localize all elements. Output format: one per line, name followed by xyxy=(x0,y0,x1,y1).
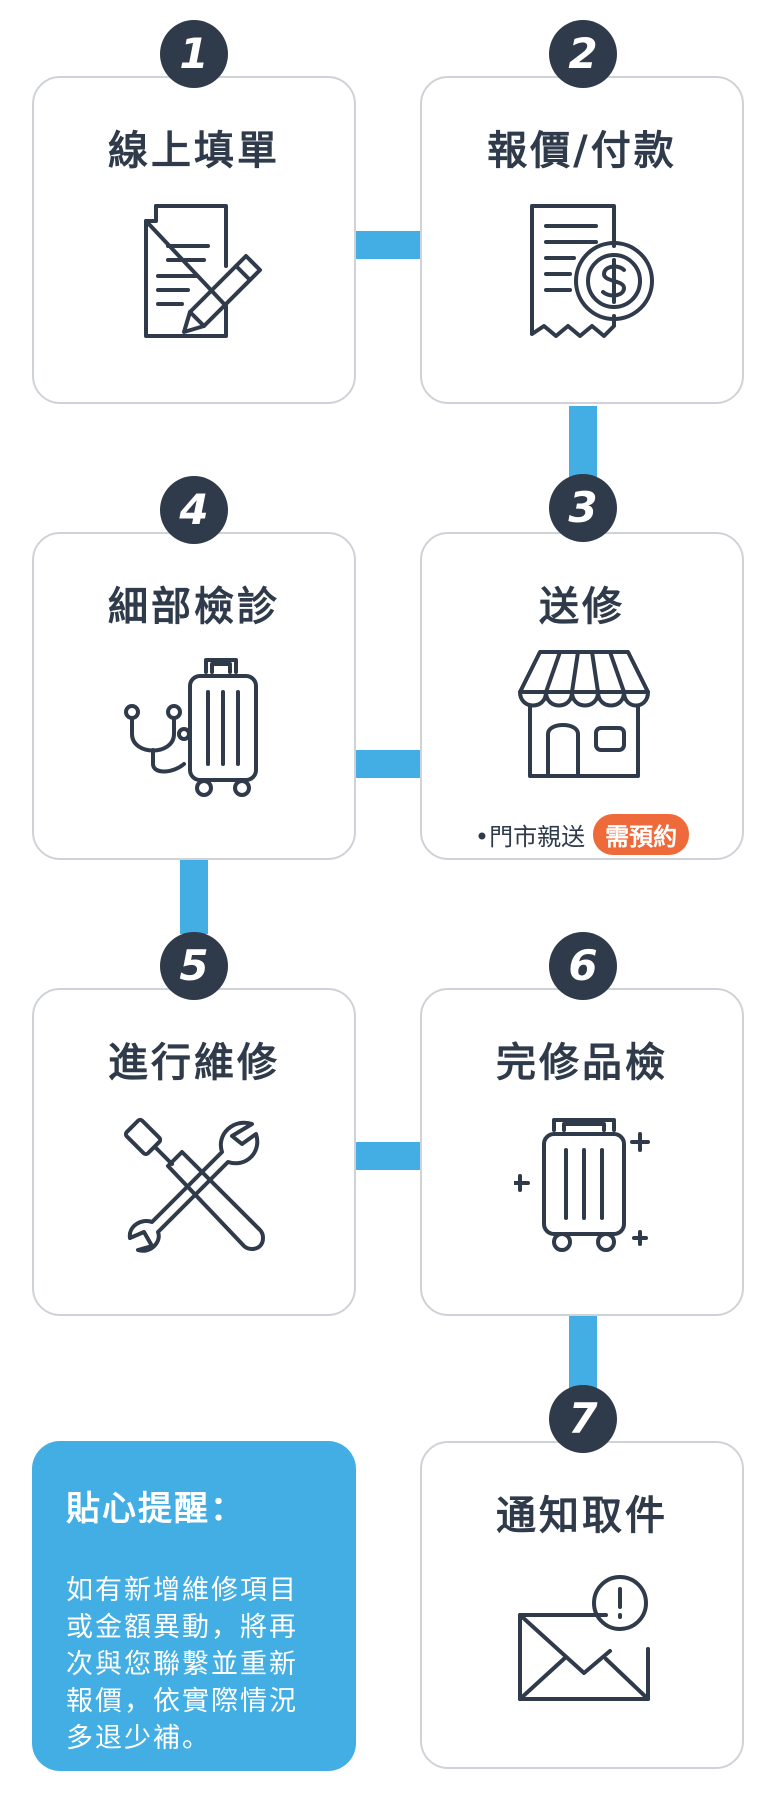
storefront-icon xyxy=(514,642,654,792)
step-title: 細部檢診 xyxy=(108,584,280,630)
step-number-3: 3 xyxy=(549,474,617,542)
step-number-5: 5 xyxy=(160,932,228,1000)
connector-1-2 xyxy=(356,231,422,259)
step-title: 進行維修 xyxy=(108,1040,280,1086)
step-card-2: 報價/付款 xyxy=(420,76,744,404)
invoice-dollar-icon xyxy=(514,196,654,346)
envelope-alert-icon xyxy=(510,1573,650,1723)
appointment-required-tag: 需預約 xyxy=(593,814,690,855)
store-dropoff-note: •門市親送需預約 xyxy=(422,814,742,855)
dropoff-label: •門市親送 xyxy=(474,823,586,851)
connector-5-6 xyxy=(356,1142,422,1170)
step-number-1: 1 xyxy=(160,20,228,88)
step-number-7: 7 xyxy=(549,1385,617,1453)
step-number-4: 4 xyxy=(160,476,228,544)
step-card-5: 進行維修 xyxy=(32,988,356,1316)
form-pencil-icon xyxy=(126,196,266,346)
step-card-3: 送修 •門市親送需預約 xyxy=(420,532,744,860)
step-card-6: 完修品檢 xyxy=(420,988,744,1316)
step-title: 完修品檢 xyxy=(496,1040,668,1086)
reminder-title: 貼心提醒： xyxy=(66,1489,246,1529)
reminder-box: 貼心提醒： 如有新增維修項目或金額異動，將再次與您聯繫並重新報價，依實際情況多退… xyxy=(32,1441,356,1771)
step-number-2: 2 xyxy=(549,20,617,88)
reminder-body: 如有新增維修項目或金額異動，將再次與您聯繫並重新報價，依實際情況多退少補。 xyxy=(66,1575,298,1754)
step-card-7: 通知取件 xyxy=(420,1441,744,1769)
step-number-6: 6 xyxy=(549,932,617,1000)
stethoscope-luggage-icon xyxy=(124,652,264,802)
step-title: 通知取件 xyxy=(496,1493,668,1539)
connector-4-5 xyxy=(180,856,208,934)
connector-6-7 xyxy=(569,1308,597,1388)
step-title: 線上填單 xyxy=(108,128,280,174)
sparkle-luggage-icon xyxy=(514,1114,654,1264)
wrench-screwdriver-icon xyxy=(122,1114,265,1264)
step-card-1: 線上填單 xyxy=(32,76,356,404)
step-card-4: 細部檢診 xyxy=(32,532,356,860)
step-title: 報價/付款 xyxy=(487,128,677,174)
connector-3-4 xyxy=(356,750,422,778)
step-title: 送修 xyxy=(539,584,625,630)
